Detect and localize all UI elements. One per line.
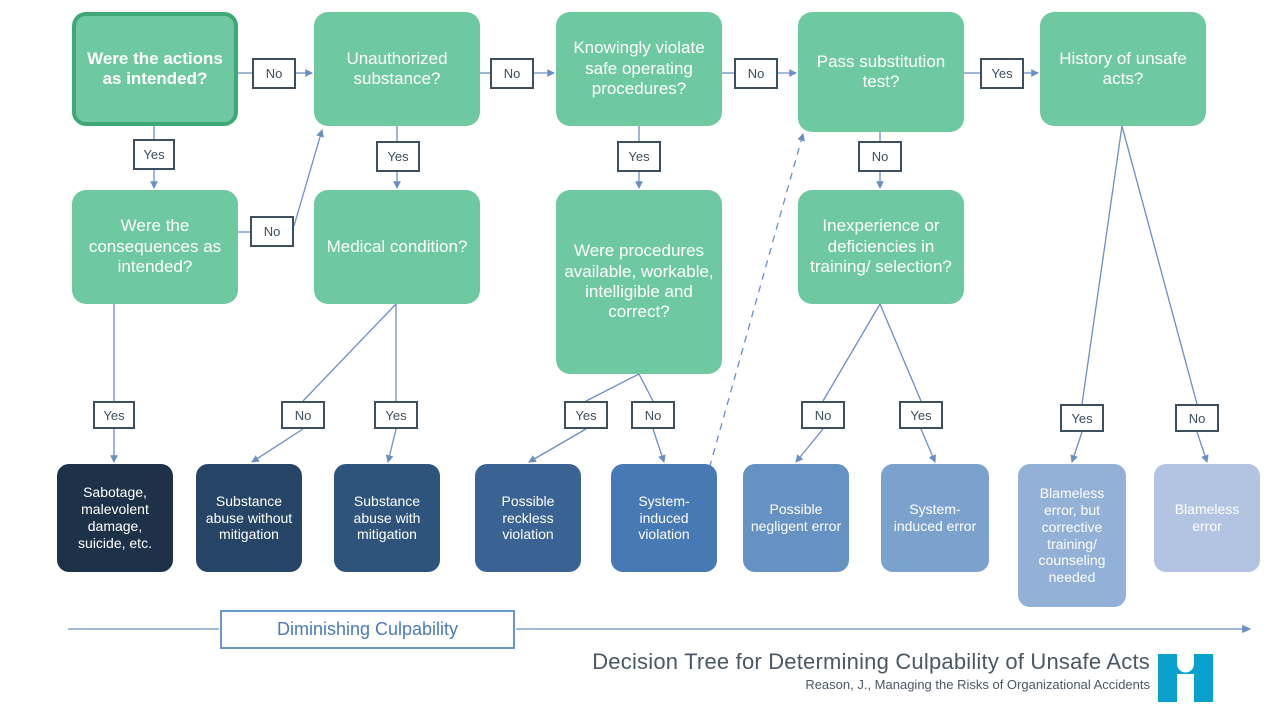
edge-label-inexperience-no: No <box>801 401 845 429</box>
company-logo-icon <box>1158 654 1213 702</box>
decision-node-label: Were the consequences as intended? <box>88 216 222 277</box>
outcome-node-sabotage[interactable]: Sabotage, malevolent damage, suicide, et… <box>57 464 173 572</box>
edge-label-substance-yes: Yes <box>376 141 420 172</box>
decision-node-label: Inexperience or deficiencies in training… <box>810 216 952 277</box>
decision-node-inexperience-training[interactable]: Inexperience or deficiencies in training… <box>798 190 964 304</box>
edge-label-actions-no: No <box>252 58 296 89</box>
outcome-node-substance-abuse-without[interactable]: Substance abuse without mitigation <box>196 464 302 572</box>
outcome-node-substance-abuse-with[interactable]: Substance abuse with mitigation <box>334 464 440 572</box>
edge-label-substitution-no: No <box>858 141 902 172</box>
footer-title: Decision Tree for Determining Culpabilit… <box>592 649 1150 674</box>
outcome-node-label: System- induced error <box>893 501 977 534</box>
edge-label-substance-no: No <box>490 58 534 89</box>
footer-subtitle: Reason, J., Managing the Risks of Organi… <box>805 677 1150 693</box>
edge-label-history-no: No <box>1175 404 1219 432</box>
decision-node-label: Were the actions as intended? <box>87 48 223 88</box>
edge-label-inexperience-yes: Yes <box>899 401 943 429</box>
outcome-node-possible-reckless[interactable]: Possible reckless violation <box>475 464 581 572</box>
decision-node-label: Knowingly violate safe operating procedu… <box>573 38 705 99</box>
outcome-node-label: Blameless error <box>1174 501 1240 534</box>
edge-label-consequences-no: No <box>250 216 294 247</box>
outcome-node-label: Substance abuse without mitigation <box>205 492 293 543</box>
outcome-node-label: Possible reckless violation <box>501 492 555 543</box>
decision-node-label: Medical condition? <box>326 236 468 256</box>
edge-label-actions-yes: Yes <box>133 139 175 170</box>
diminishing-culpability-banner: Diminishing Culpability <box>220 610 515 649</box>
outcome-node-label: Sabotage, malevolent damage, suicide, et… <box>78 484 152 551</box>
edge-label-medical-yes: Yes <box>374 401 418 429</box>
decision-node-label: Were procedures available, workable, int… <box>564 241 714 322</box>
footer: Decision Tree for Determining Culpabilit… <box>500 649 1150 693</box>
decision-node-actions-as-intended[interactable]: Were the actions as intended? <box>72 12 238 126</box>
decision-node-procedures-available[interactable]: Were procedures available, workable, int… <box>556 190 722 374</box>
decision-node-consequences-intended[interactable]: Were the consequences as intended? <box>72 190 238 304</box>
decision-node-unauthorized-substance[interactable]: Unauthorized substance? <box>314 12 480 126</box>
edge-label-history-yes: Yes <box>1060 404 1104 432</box>
decision-node-label: History of unsafe acts? <box>1059 48 1187 88</box>
edge-label-substitution-yes: Yes <box>980 58 1024 89</box>
edge-label-knowingly-yes: Yes <box>617 141 661 172</box>
edge-label-medical-no: No <box>281 401 325 429</box>
diminishing-culpability-label: Diminishing Culpability <box>276 619 459 639</box>
decision-node-label: Pass substitution test? <box>816 51 946 91</box>
decision-node-pass-substitution-test[interactable]: Pass substitution test? <box>798 12 964 132</box>
edge-label-knowingly-no: No <box>734 58 778 89</box>
outcome-node-label: Possible negligent error <box>750 501 842 534</box>
edge-label-procedures-no: No <box>631 401 675 429</box>
decision-node-knowingly-violate[interactable]: Knowingly violate safe operating procedu… <box>556 12 722 126</box>
outcome-node-system-induced-violation[interactable]: System- induced violation <box>611 464 717 572</box>
decision-node-history-unsafe-acts[interactable]: History of unsafe acts? <box>1040 12 1206 126</box>
outcome-node-system-induced-error[interactable]: System- induced error <box>881 464 989 572</box>
outcome-node-blameless-error[interactable]: Blameless error <box>1154 464 1260 572</box>
outcome-node-blameless-corrective[interactable]: Blameless error, but corrective training… <box>1018 464 1126 607</box>
decision-node-label: Unauthorized substance? <box>346 48 448 88</box>
edge-label-procedures-yes: Yes <box>564 401 608 429</box>
outcome-node-label: Blameless error, but corrective training… <box>1038 485 1106 586</box>
edge-label-consequences-yes: Yes <box>93 401 135 429</box>
outcome-node-possible-negligent[interactable]: Possible negligent error <box>743 464 849 572</box>
outcome-node-label: System- induced violation <box>638 492 690 543</box>
decision-node-medical-condition[interactable]: Medical condition? <box>314 190 480 304</box>
outcome-node-label: Substance abuse with mitigation <box>353 492 421 543</box>
